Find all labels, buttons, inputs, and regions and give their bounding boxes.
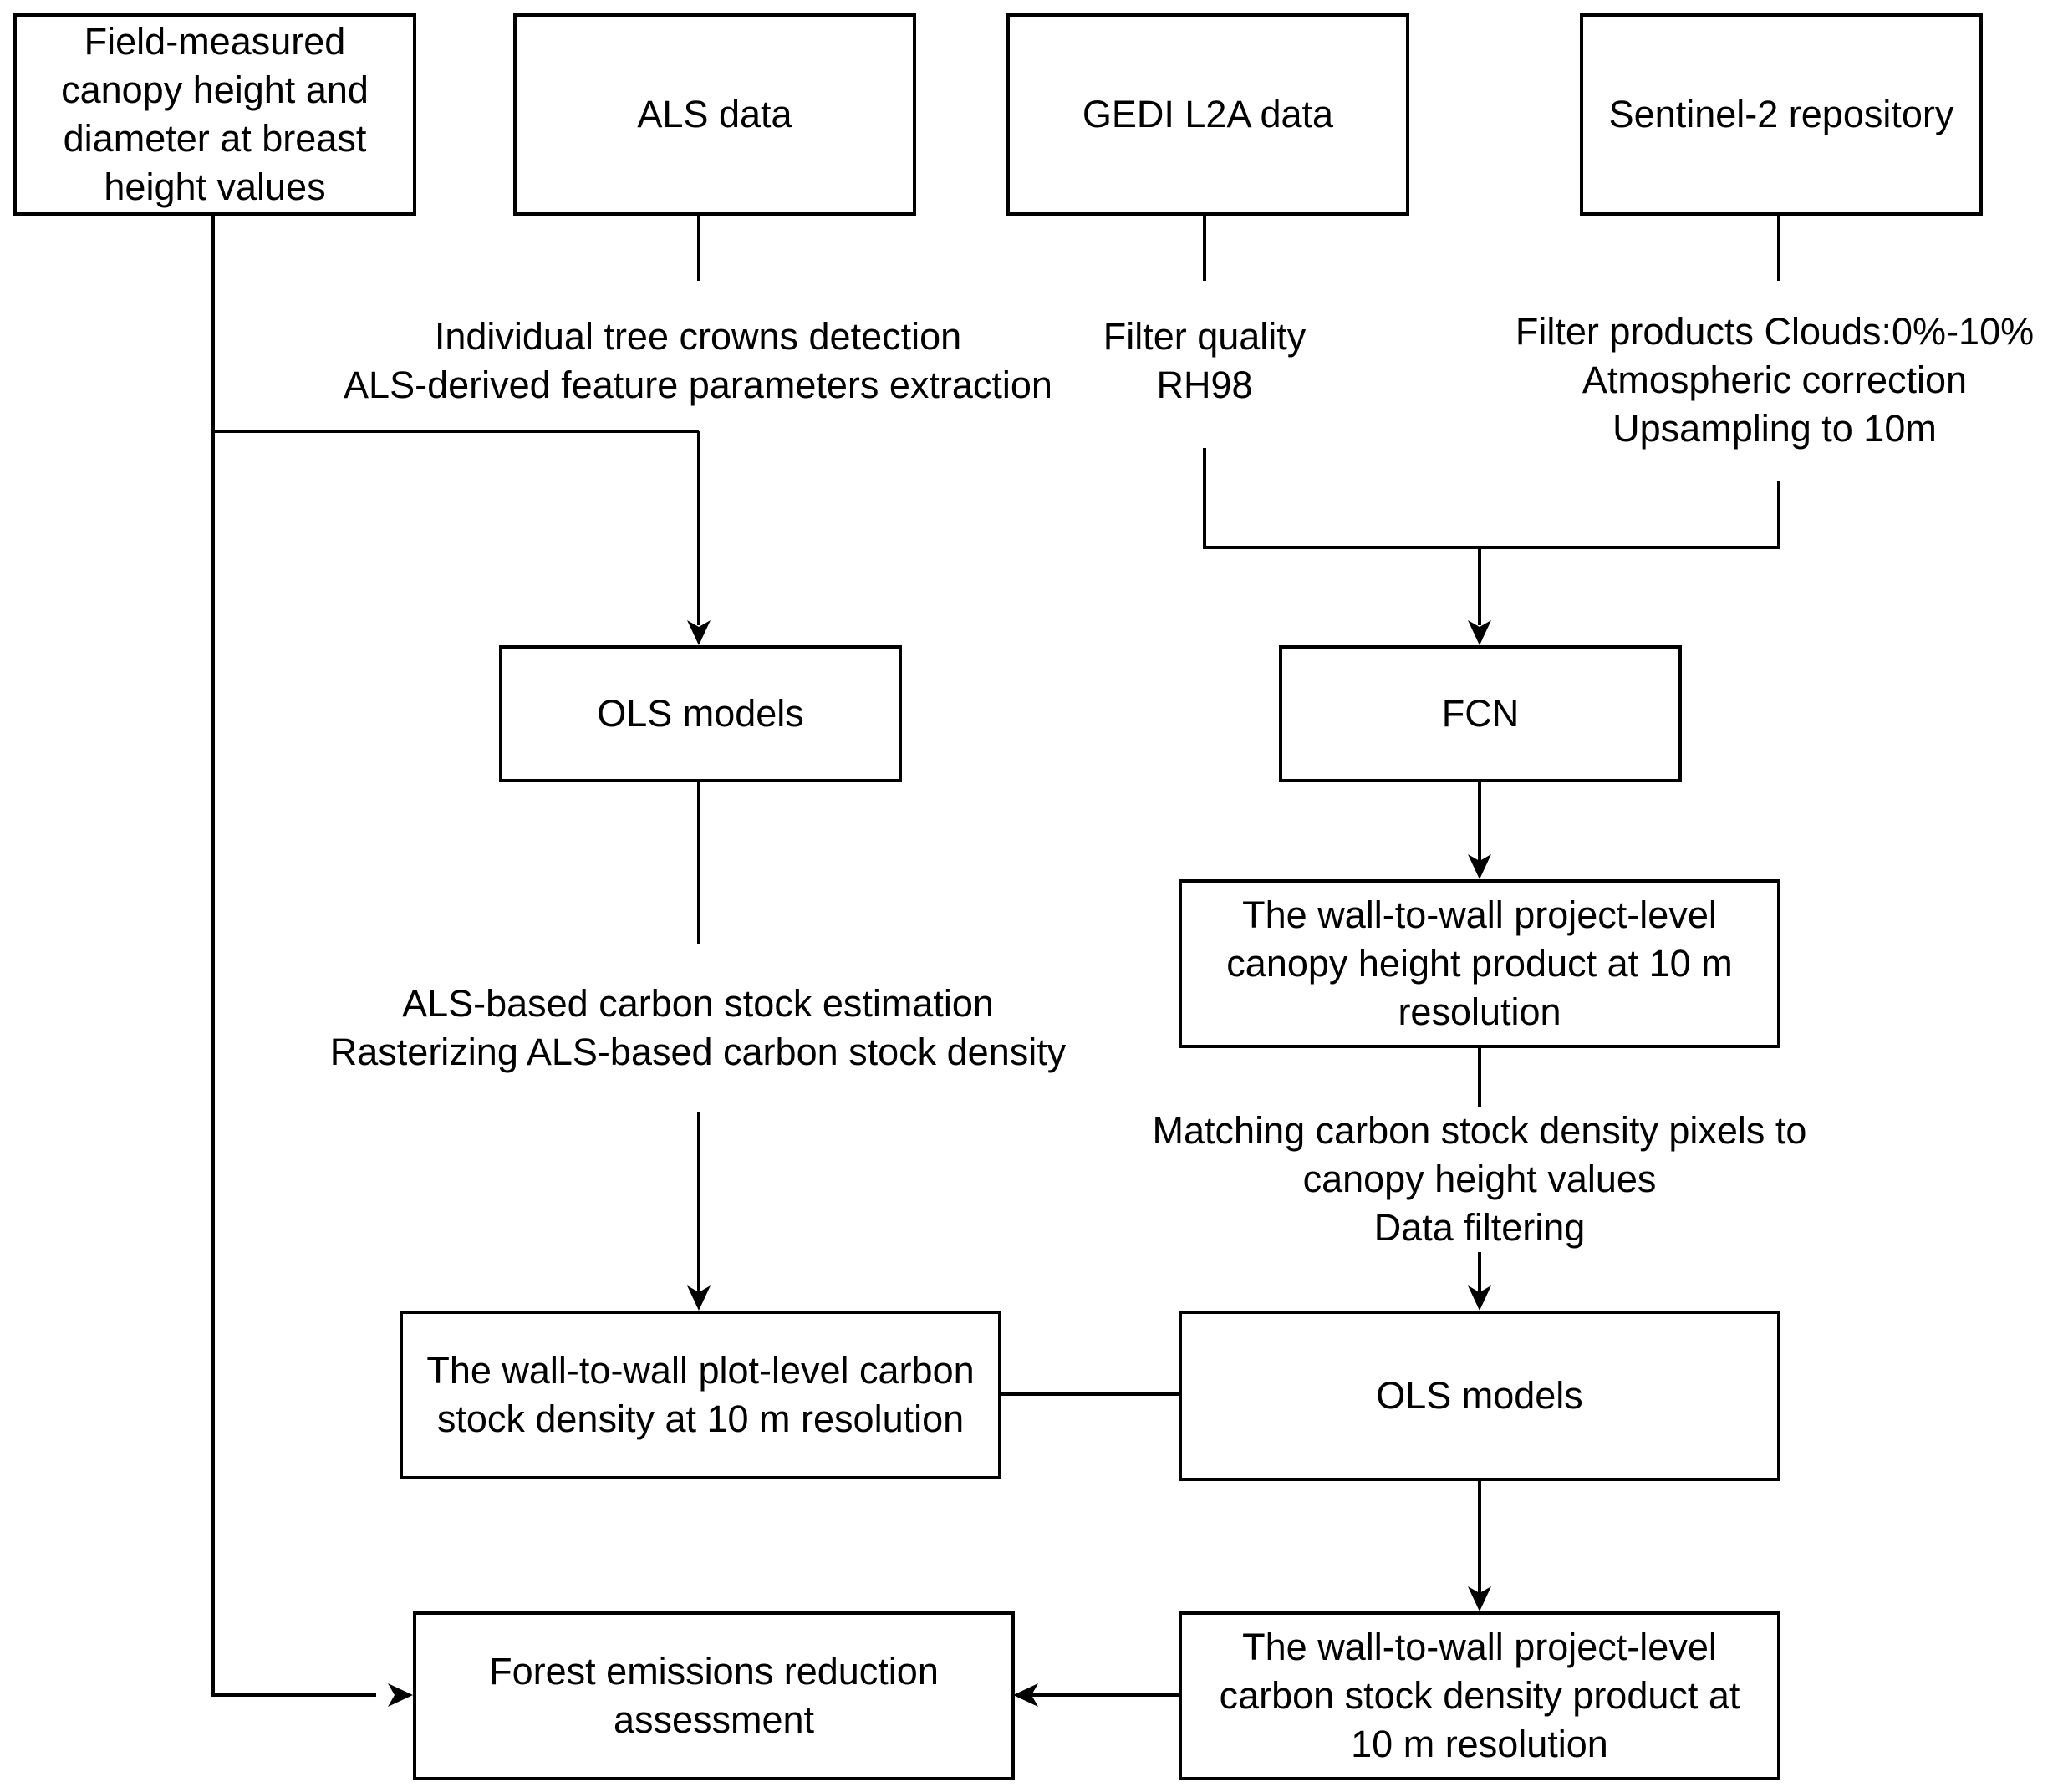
arrowhead-to-ols-left <box>687 620 711 645</box>
arrowhead-to-plot-density <box>687 1285 711 1311</box>
field-box-line-4: height values <box>104 165 326 208</box>
als-carbon-line-1: ALS-based carbon stock estimation <box>402 982 994 1025</box>
als-box-label: ALS data <box>637 93 792 135</box>
matching-line-3: Data filtering <box>1373 1206 1586 1249</box>
gedi-processing-line-1: Filter quality <box>1103 315 1307 358</box>
als-processing-line-1: Individual tree crowns detection <box>434 315 962 358</box>
emissions-line-1: Forest emissions reduction <box>489 1650 939 1693</box>
ols-left-label: OLS models <box>597 692 804 735</box>
project-level-density-box: The wall-to-wall project-level carbon st… <box>1179 1611 1780 1780</box>
als-carbon-line-2: Rasterizing ALS-based carbon stock densi… <box>329 1031 1067 1073</box>
canopy-height-product-box: The wall-to-wall project-level canopy he… <box>1179 879 1780 1048</box>
als-processing-label: Individual tree crowns detection ALS-der… <box>284 313 1112 410</box>
gedi-data-box: GEDI L2A data <box>1006 13 1409 216</box>
als-processing-line-2: ALS-derived feature parameters extractio… <box>344 364 1052 406</box>
sentinel-processing-line-3: Upsampling to 10m <box>1612 407 1937 450</box>
als-data-box: ALS data <box>513 13 916 216</box>
field-box-line-1: Field-measured <box>84 20 346 63</box>
ols-models-right-box: OLS models <box>1179 1311 1780 1481</box>
field-box-line-3: diameter at breast <box>63 117 367 160</box>
arrowhead-field-to-emissions <box>388 1683 413 1707</box>
field-measured-box: Field-measured canopy height and diamete… <box>13 13 416 216</box>
sentinel-processing-label: Filter products Clouds:0%-10% Atmospheri… <box>1488 308 2061 453</box>
ols-right-label: OLS models <box>1376 1374 1583 1417</box>
sentinel-box-label: Sentinel-2 repository <box>1608 93 1954 135</box>
arrowhead-to-canopy-product <box>1468 854 1491 879</box>
fcn-box: FCN <box>1279 645 1682 782</box>
sentinel-repository-box: Sentinel-2 repository <box>1580 13 1983 216</box>
matching-label: Matching carbon stock density pixels to … <box>1087 1107 1872 1252</box>
gedi-processing-label: Filter quality RH98 <box>1058 313 1351 410</box>
sentinel-processing-line-1: Filter products Clouds:0%-10% <box>1515 310 2035 353</box>
plot-level-density-box: The wall-to-wall plot-level carbon stock… <box>400 1311 1001 1479</box>
sentinel-processing-line-2: Atmospheric correction <box>1582 359 1968 401</box>
canopy-product-line-1: The wall-to-wall project-level <box>1242 893 1717 936</box>
arrowhead-to-ols-right <box>1468 1285 1491 1311</box>
arrowhead-project-to-emissions <box>1013 1683 1038 1707</box>
ols-models-left-box: OLS models <box>499 645 902 782</box>
gedi-processing-line-2: RH98 <box>1156 364 1253 406</box>
canopy-product-line-2: canopy height product at 10 m <box>1226 942 1733 985</box>
emissions-line-2: assessment <box>613 1698 815 1741</box>
project-density-line-1: The wall-to-wall project-level <box>1242 1626 1717 1668</box>
emissions-assessment-box: Forest emissions reduction assessment <box>413 1611 1015 1780</box>
matching-line-1: Matching carbon stock density pixels to <box>1152 1109 1807 1152</box>
plot-density-line-1: The wall-to-wall plot-level carbon <box>426 1349 975 1392</box>
matching-line-2: canopy height values <box>1302 1158 1657 1200</box>
project-density-line-3: 10 m resolution <box>1351 1723 1608 1765</box>
plot-density-line-2: stock density at 10 m resolution <box>436 1397 965 1440</box>
arrowhead-to-fcn <box>1468 620 1491 645</box>
project-density-line-2: carbon stock density product at <box>1219 1674 1740 1717</box>
field-box-line-2: canopy height and <box>61 69 369 111</box>
arrowhead-to-project-density <box>1468 1586 1491 1611</box>
als-carbon-label: ALS-based carbon stock estimation Raster… <box>251 980 1145 1077</box>
gedi-sentinel-join <box>1203 448 1780 549</box>
canopy-product-line-3: resolution <box>1398 990 1561 1033</box>
fcn-label: FCN <box>1441 692 1520 735</box>
gedi-box-label: GEDI L2A data <box>1082 93 1334 135</box>
field-to-emissions-line <box>211 214 376 1697</box>
